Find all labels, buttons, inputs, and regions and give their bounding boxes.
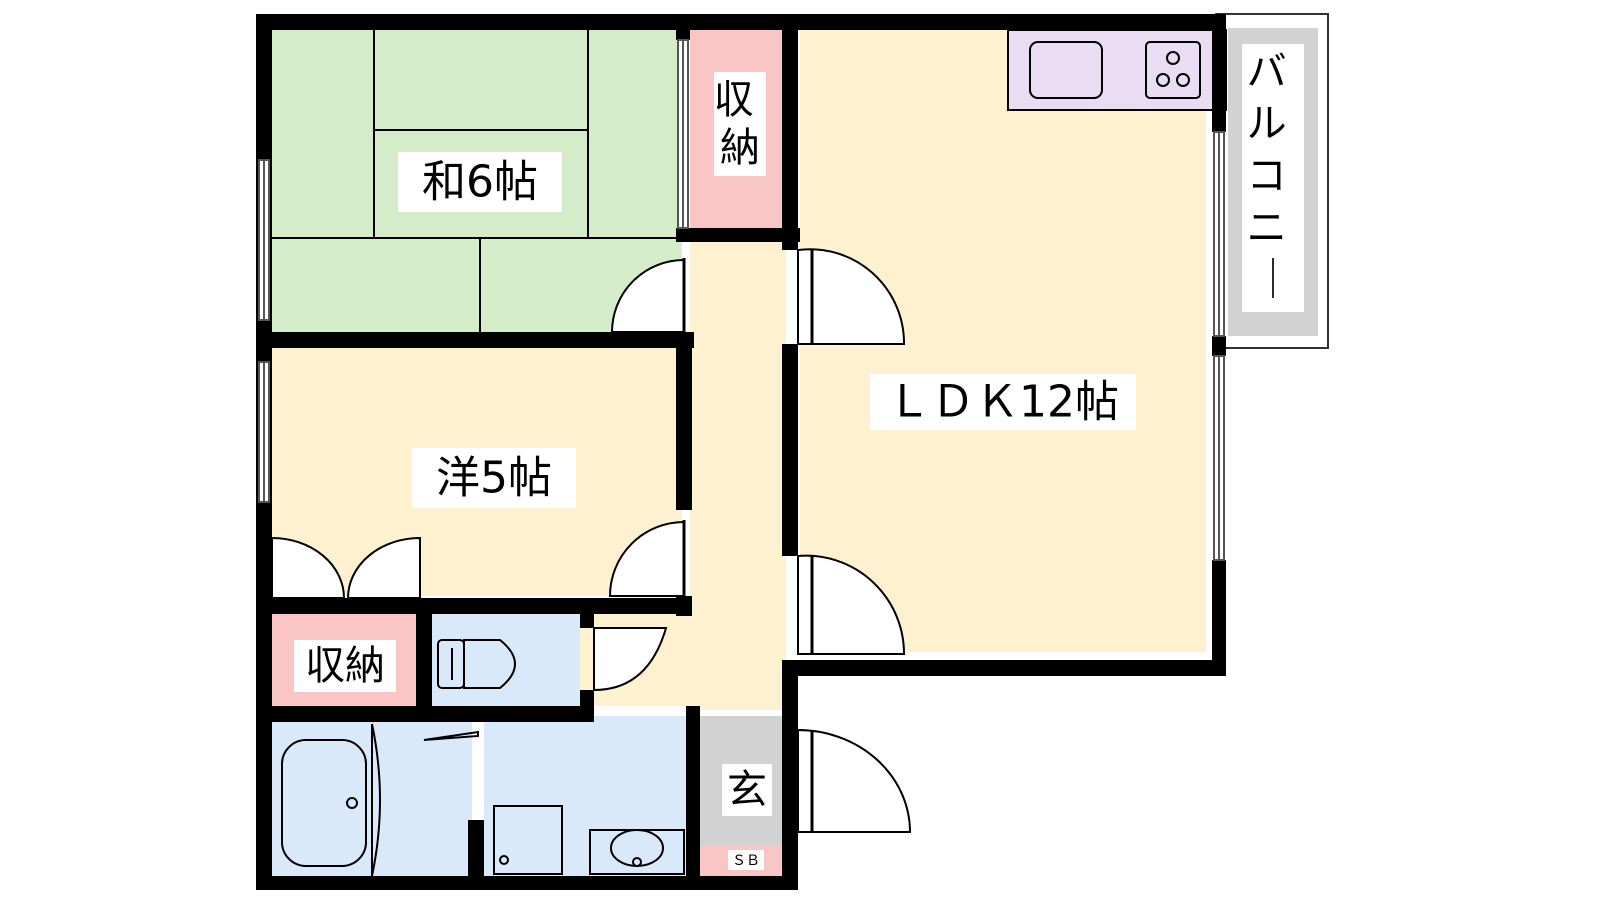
- washroom-door-swing: [423, 730, 479, 741]
- label-ldk: ＬＤＫ12帖: [870, 374, 1136, 430]
- stove-icon: [1145, 41, 1201, 99]
- label-balcony: バ ル コ ニ ｜: [1242, 44, 1304, 312]
- svg-text:玄: 玄: [727, 767, 767, 813]
- door-yoshitsu: [608, 520, 685, 597]
- label-washitsu: 和6帖: [398, 152, 562, 212]
- label-storage-top: 収 納: [714, 72, 767, 176]
- room-kitchen: [1008, 30, 1226, 110]
- washbasin-icon: [589, 829, 685, 875]
- washing-machine-icon: [493, 805, 563, 875]
- label-shoebox: ＳＢ: [728, 850, 764, 870]
- label-yoshitsu: 洋5帖: [412, 448, 576, 508]
- door-entrance: [797, 728, 912, 833]
- door-closet-right: [346, 536, 421, 599]
- svg-text:ＬＤＫ12帖: ＬＤＫ12帖: [887, 377, 1119, 428]
- svg-text:ＳＢ: ＳＢ: [732, 853, 760, 869]
- storage-top-char-1: 収: [714, 77, 754, 123]
- svg-text:和6帖: 和6帖: [422, 157, 538, 208]
- room-washroom: [484, 716, 686, 876]
- door-ldk-upper: [797, 248, 906, 345]
- svg-text:洋5帖: 洋5帖: [436, 453, 552, 504]
- room-bath: [264, 722, 472, 876]
- sink-icon: [1029, 41, 1103, 99]
- svg-text:バ ル コ ニ: バ ル コ ニ ｜: [1247, 49, 1300, 303]
- door-washitsu: [610, 258, 685, 333]
- tatami-lines: [264, 30, 682, 334]
- label-storage-bottom: 収納: [294, 640, 396, 692]
- room-toilet: [432, 614, 580, 706]
- toilet-icon: [437, 639, 516, 689]
- bath-door-icon: [371, 723, 381, 877]
- label-entrance: 玄: [722, 764, 772, 816]
- doors: [271, 248, 912, 833]
- bathtub-icon: [281, 739, 367, 867]
- door-toilet: [593, 627, 668, 692]
- svg-text:収 納: 収 納: [714, 77, 767, 171]
- svg-text:収納: 収納: [305, 643, 385, 689]
- windows: [258, 39, 1225, 561]
- storage-top-char-2: 納: [720, 125, 760, 171]
- door-ldk-lower: [797, 554, 906, 655]
- door-closet-left: [271, 536, 346, 599]
